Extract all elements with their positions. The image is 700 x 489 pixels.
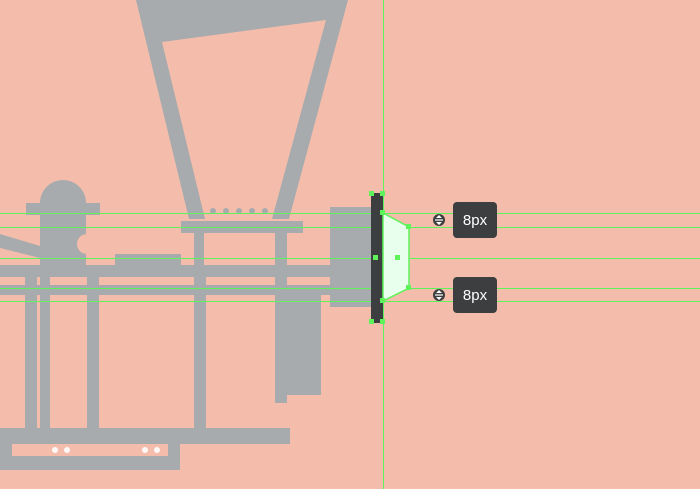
- crossbar: [0, 265, 330, 277]
- vertical-spacing-icon: [432, 288, 446, 302]
- anchor-points[interactable]: [369, 191, 411, 324]
- side-box: [330, 207, 372, 307]
- spacing-label-top: 8px: [453, 202, 497, 238]
- gramophone-illustration: [0, 0, 372, 470]
- dome: [40, 180, 86, 203]
- spacing-label-bottom: 8px: [453, 277, 497, 313]
- horn-shape: [136, 0, 348, 219]
- vertical-spacing-icon: [432, 213, 446, 227]
